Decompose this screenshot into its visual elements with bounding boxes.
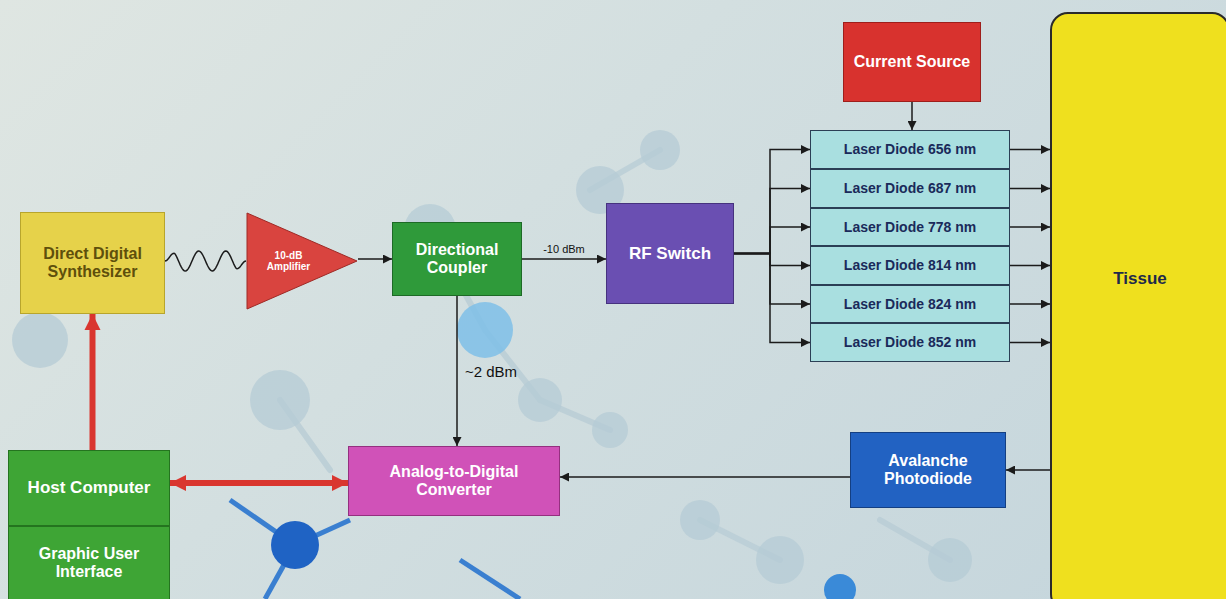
signal-arrow [911,102,913,130]
amplifier-triangle-outline [247,213,357,309]
switch-box: RF Switch [606,203,734,304]
node-label: Analog-to-Digital Converter [349,463,559,500]
laser-diode-box: Laser Diode 814 nm [810,246,1010,285]
tissue-panel: Tissue [1050,12,1226,599]
signal-arrow [1010,226,1050,228]
signal-arrow [1010,342,1050,344]
signal-arrow [1010,149,1050,151]
node-label: Graphic User Interface [9,545,169,582]
node-label: Current Source [848,53,976,71]
bus-arrow [170,480,348,486]
node-label: Laser Diode 656 nm [838,141,982,157]
node-label: Laser Diode 824 nm [838,296,982,312]
photodiode-box: Avalanche Photodiode [850,432,1006,508]
signal-level-label: ~2 dBm [463,363,519,380]
signal-arrow [1010,188,1050,190]
amplifier-label: 10-dB Amplifier [246,250,323,273]
host-computer-box: Host Computer [8,450,170,526]
node-label: Avalanche Photodiode [851,452,1005,489]
coupler-box: Directional Coupler [392,222,522,296]
node-label: Directional Coupler [393,241,521,278]
signal-arrow [734,254,810,343]
node-label: Host Computer [22,478,157,498]
adc-box: Analog-to-Digital Converter [348,446,560,516]
laser-diode-box: Laser Diode 824 nm [810,285,1010,323]
node-label: Laser Diode 778 nm [838,219,982,235]
gui-box: Graphic User Interface [8,526,170,599]
laser-diode-box: Laser Diode 687 nm [810,169,1010,208]
laser-diode-box: Laser Diode 656 nm [810,130,1010,169]
laser-diode-box: Laser Diode 778 nm [810,208,1010,246]
current-source-box: Current Source [843,22,981,102]
signal-wave [165,251,246,271]
node-label: RF Switch [623,244,717,264]
node-label: Laser Diode 852 nm [838,334,982,350]
signal-arrow [522,258,606,260]
laser-diode-box: Laser Diode 852 nm [810,323,1010,362]
signal-arrow [456,296,458,446]
signal-arrow [734,189,810,254]
signal-arrow [734,227,810,254]
node-label: Laser Diode 687 nm [838,180,982,196]
node-label: Direct Digital Synthesizer [21,245,164,282]
signal-arrow [1010,265,1050,267]
signal-arrow [358,258,392,260]
signal-arrow [1006,469,1050,471]
signal-arrow [560,476,850,478]
signal-level-label: -10 dBm [541,243,587,255]
signal-arrow [734,254,810,305]
signal-arrow [734,150,810,254]
node-label: Tissue [1107,269,1173,289]
signal-arrow [1010,303,1050,305]
amplifier-triangle: 10-dB Amplifier [246,212,358,310]
node-label: Laser Diode 814 nm [838,257,982,273]
bus-arrow [90,314,96,450]
signal-arrow [734,254,810,266]
synthesizer-box: Direct Digital Synthesizer [20,212,165,314]
